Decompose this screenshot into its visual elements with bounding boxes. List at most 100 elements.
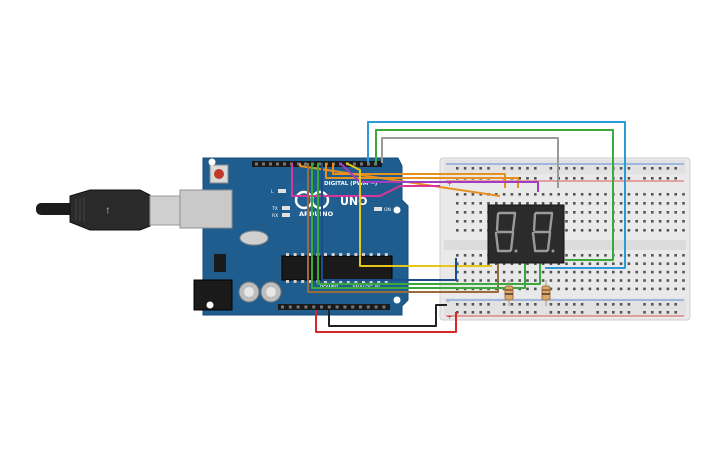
- rail-hole: [518, 167, 521, 170]
- display-segment: [531, 231, 537, 252]
- arduino-board[interactable]: ARDUINO UNO DIGITAL (PWM ~) POWER ANALOG…: [179, 157, 409, 316]
- breadboard-hole: [557, 262, 560, 265]
- breadboard-hole: [643, 279, 646, 282]
- breadboard-hole: [580, 211, 584, 214]
- breadboard-hole: [682, 270, 685, 274]
- header-pin: [262, 162, 265, 166]
- breadboard-hole: [502, 193, 506, 196]
- breadboard-hole: [619, 270, 623, 274]
- breadboard-hole: [479, 229, 482, 232]
- resistors[interactable]: [504, 280, 551, 306]
- breadboard-hole: [651, 202, 654, 205]
- rail-hole: [471, 167, 475, 170]
- breadboard-hole: [635, 287, 638, 291]
- breadboard-hole: [635, 279, 638, 282]
- header-pin: [360, 162, 363, 166]
- breadboard-hole: [588, 211, 592, 214]
- breadboard-hole: [596, 193, 599, 196]
- breadboard-hole: [666, 202, 670, 205]
- breadboard-hole: [674, 229, 677, 232]
- rail-hole: [627, 311, 631, 314]
- breadboard-hole: [557, 270, 560, 274]
- header-pin: [367, 162, 370, 166]
- wire-green-top[interactable]: [375, 129, 614, 261]
- wire-yellow[interactable]: [345, 162, 492, 267]
- reset-button-cap[interactable]: [214, 169, 224, 179]
- usb-plug-grip: [75, 197, 85, 222]
- breadboard-hole: [619, 262, 623, 265]
- breadboard-hole: [463, 254, 467, 257]
- breadboard-hole: [588, 287, 592, 291]
- wire-brown[interactable]: [307, 163, 499, 293]
- wire-green-2[interactable]: [317, 163, 541, 285]
- wires[interactable]: [291, 121, 626, 333]
- breadboard-hole: [510, 193, 514, 196]
- led-l: [278, 189, 286, 193]
- usb-cable[interactable]: ⭫: [36, 189, 181, 231]
- breadboard-hole: [682, 279, 685, 282]
- wire-darkblue[interactable]: [321, 163, 457, 281]
- resistor-2[interactable]: [541, 285, 551, 301]
- breadboard-hole: [635, 262, 638, 265]
- breadboard-hole: [666, 287, 670, 291]
- rail-hole: [534, 167, 537, 170]
- breadboard-hole: [627, 270, 631, 274]
- rail-hole: [651, 177, 654, 180]
- wire-blue[interactable]: [367, 121, 626, 269]
- breadboard-hole: [658, 193, 662, 196]
- chip-pin: [346, 280, 350, 283]
- breadboard-hole: [471, 211, 475, 214]
- usb-plug-metal: [149, 195, 181, 226]
- breadboard-hole: [643, 193, 646, 196]
- led-rx-label: RX: [272, 213, 278, 219]
- breadboard-hole: [510, 270, 514, 274]
- breadboard-hole: [619, 193, 623, 196]
- breadboard-hole: [651, 262, 654, 265]
- breadboard-hole: [487, 202, 490, 205]
- rail-hole: [510, 303, 514, 306]
- rail-hole: [658, 177, 662, 180]
- breadboard-hole: [526, 193, 529, 196]
- breadboard-hole: [612, 279, 615, 282]
- chip-pin: [324, 253, 327, 256]
- rail-minus-label: -: [447, 298, 449, 305]
- header-pin: [312, 305, 316, 309]
- breadboard-hole: [658, 279, 662, 282]
- mount-hole-icon: [393, 296, 401, 304]
- breadboard-hole: [557, 202, 560, 205]
- header-pin: [374, 305, 378, 309]
- breadboard-hole: [549, 262, 553, 265]
- rail-hole: [596, 311, 599, 314]
- seven-segment-display[interactable]: [487, 204, 565, 264]
- decimal-point: [551, 249, 555, 253]
- breadboard-hole: [627, 262, 631, 265]
- wire-red[interactable]: [315, 310, 457, 333]
- breadboard-hole: [666, 262, 670, 265]
- breadboard-hole: [643, 220, 646, 223]
- breadboard-hole: [565, 270, 568, 274]
- resistor-1[interactable]: [504, 285, 514, 301]
- header-pin: [320, 305, 323, 309]
- breadboard-hole: [471, 202, 475, 205]
- rail-hole: [463, 167, 467, 170]
- chip-pin: [354, 280, 358, 283]
- breadboard-hole: [456, 270, 459, 274]
- wire-green-1[interactable]: [311, 163, 526, 289]
- breadboard-hole: [456, 254, 459, 257]
- breadboard-hole: [666, 220, 670, 223]
- wire-gray[interactable]: [381, 137, 559, 188]
- voltage-regulator: [214, 254, 226, 272]
- wire-black[interactable]: [328, 304, 447, 327]
- breadboard-hole: [604, 229, 607, 232]
- breadboard-hole: [643, 229, 646, 232]
- wire-purple[interactable]: [339, 162, 539, 192]
- wire-magenta[interactable]: [291, 163, 440, 197]
- breadboard-center-channel: [444, 240, 686, 250]
- rail-plus-label: +: [447, 181, 452, 188]
- breadboard-hole: [588, 229, 592, 232]
- breadboard-hole: [674, 262, 677, 265]
- power-analog-pin-header[interactable]: [278, 304, 390, 310]
- rail-hole: [502, 311, 506, 314]
